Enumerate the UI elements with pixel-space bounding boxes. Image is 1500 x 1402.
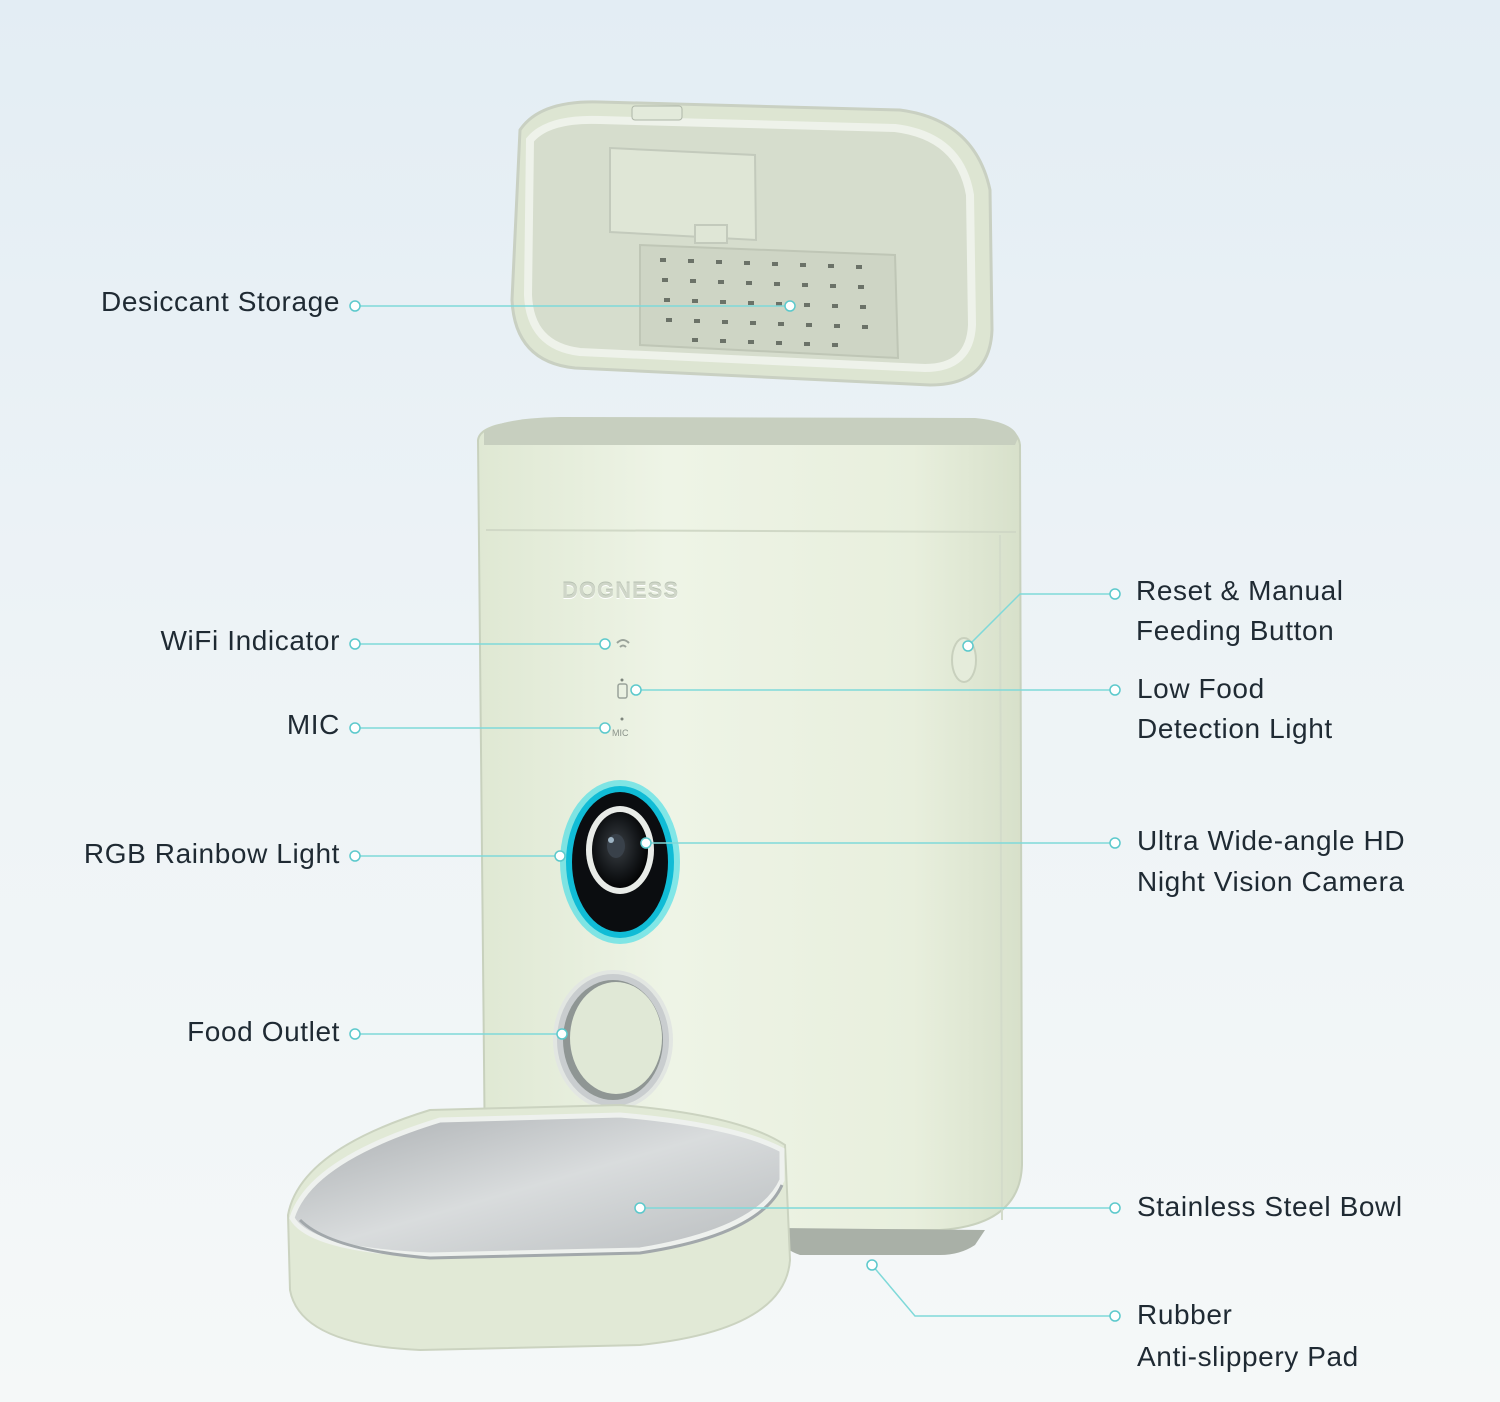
lid bbox=[510, 100, 994, 387]
stainless-bowl bbox=[286, 1103, 792, 1352]
leader-lines bbox=[360, 305, 1110, 1317]
label-desiccant-storage: Desiccant Storage bbox=[101, 286, 340, 317]
feeder-body bbox=[476, 417, 1024, 1255]
label-stainless-bowl: Stainless Steel Bowl bbox=[1137, 1191, 1403, 1222]
label-camera-line1: Ultra Wide-angle HD bbox=[1137, 825, 1406, 856]
leader-dots bbox=[349, 300, 1121, 1322]
label-rgb-rainbow-light: RGB Rainbow Light bbox=[83, 838, 340, 869]
label-reset-line2: Feeding Button bbox=[1136, 615, 1335, 646]
label-pad-line1: Rubber bbox=[1137, 1299, 1233, 1330]
label-mic: MIC bbox=[286, 709, 340, 740]
label-wifi-indicator: WiFi Indicator bbox=[160, 625, 340, 656]
label-food-outlet: Food Outlet bbox=[187, 1016, 340, 1047]
brand-logo: DOGNESS bbox=[562, 578, 680, 603]
wifi-icon bbox=[616, 639, 630, 648]
food-outlet bbox=[553, 970, 673, 1110]
low-food-icon bbox=[617, 683, 628, 699]
label-reset-line1: Reset & Manual bbox=[1136, 575, 1344, 606]
label-pad-line2: Anti-slippery Pad bbox=[1137, 1341, 1359, 1372]
label-low-food-line1: Low Food bbox=[1137, 673, 1265, 704]
mic-marking: MIC bbox=[612, 728, 629, 738]
label-camera-line2: Night Vision Camera bbox=[1137, 866, 1405, 897]
label-low-food-line2: Detection Light bbox=[1137, 713, 1333, 744]
camera-module bbox=[560, 780, 680, 944]
desiccant-vent-grid bbox=[660, 258, 868, 347]
